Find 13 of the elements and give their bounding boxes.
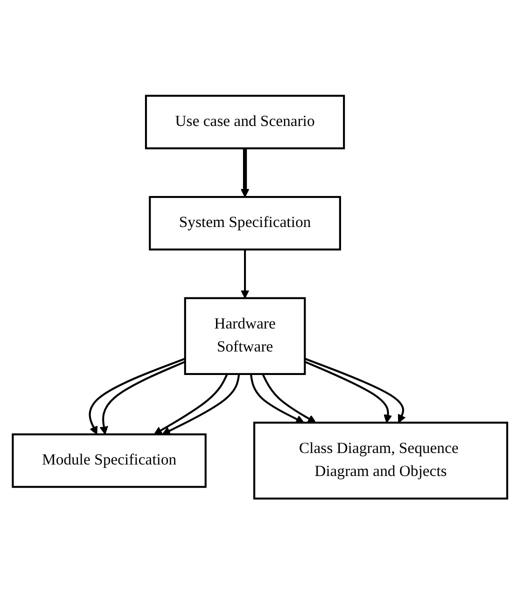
arrow xyxy=(240,250,250,299)
arrow xyxy=(262,374,316,424)
arrow xyxy=(250,374,304,424)
node-box: Module Specification xyxy=(12,434,207,488)
arrow xyxy=(240,148,250,198)
arrow xyxy=(154,374,228,436)
node-box: Class Diagram, Sequence Diagram and Objects xyxy=(253,422,508,500)
node-box: System Specification xyxy=(148,196,342,251)
node-box: Hardware Software xyxy=(184,298,306,376)
arrow xyxy=(304,361,392,424)
node-box: Use case and Scenario xyxy=(145,95,345,150)
arrow xyxy=(304,358,406,424)
arrow xyxy=(162,374,240,436)
